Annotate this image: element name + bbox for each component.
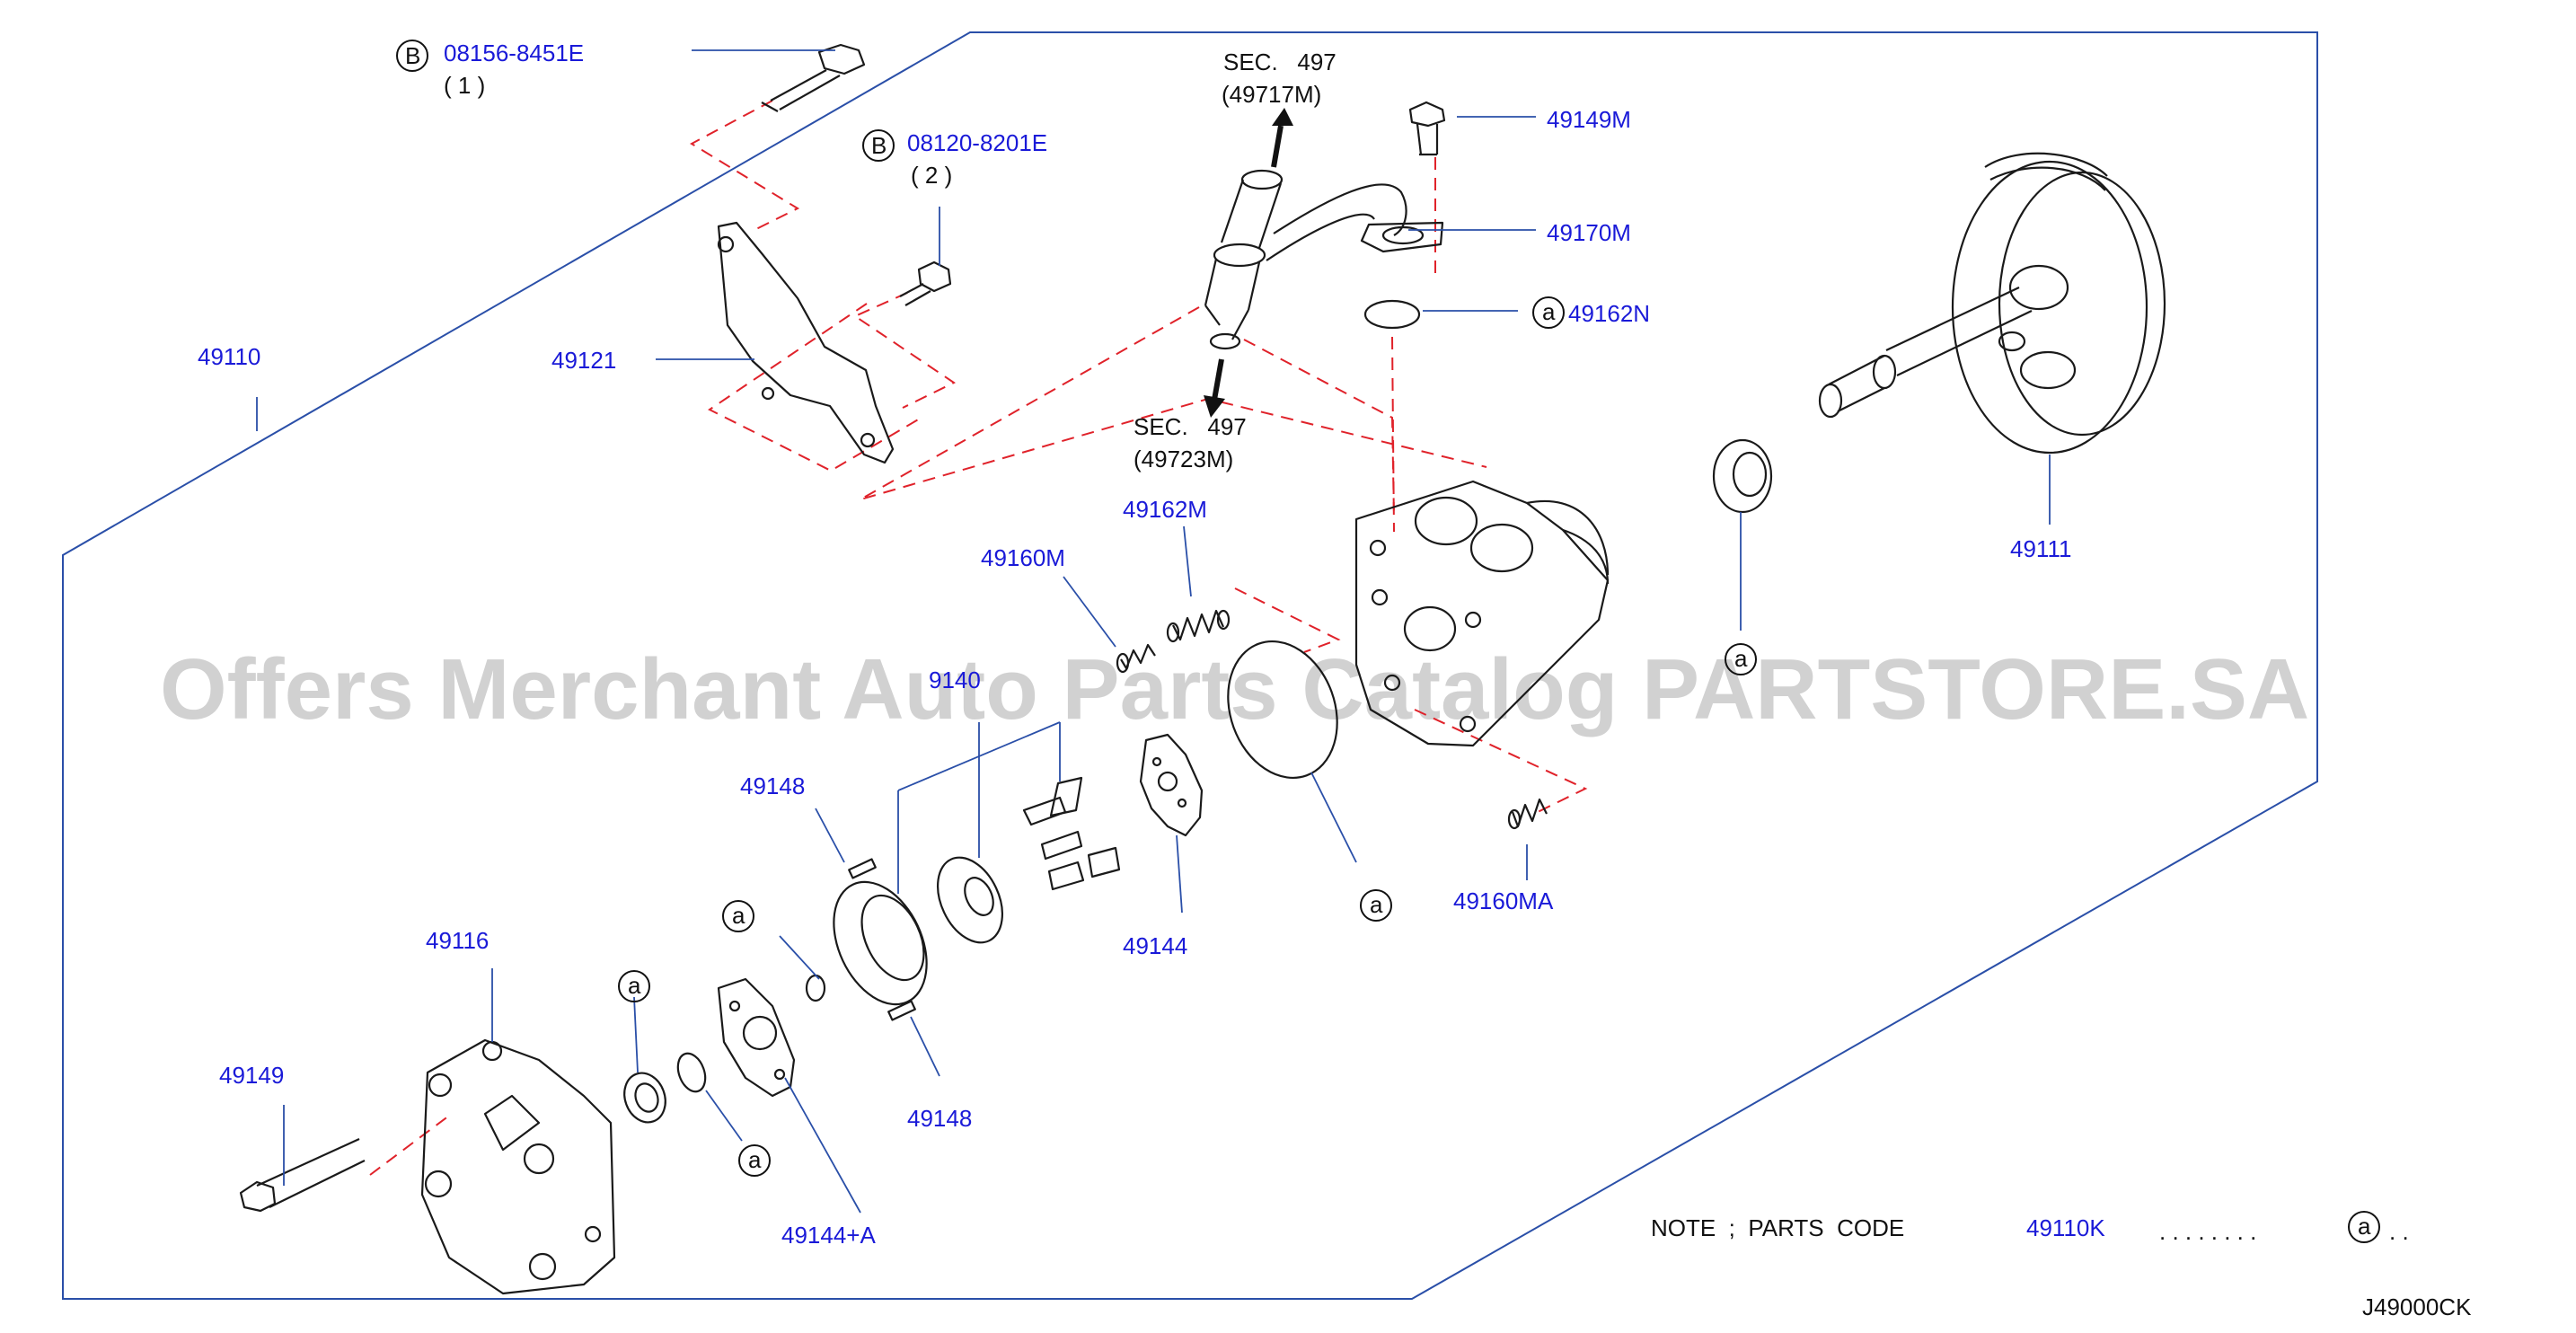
label-49149m[interactable]: 49149M [1547, 106, 1631, 133]
label-49162n[interactable]: 49162N [1568, 300, 1650, 327]
bolt-callout-1-marker: B [405, 42, 420, 69]
label-49116[interactable]: 49116 [426, 927, 489, 954]
svg-text:a: a [1542, 298, 1556, 325]
section-ref-lower-part: (49723M) [1134, 446, 1233, 472]
note-marker: a [2358, 1213, 2371, 1240]
note-dots-before: . . . . . . . . [2159, 1218, 2256, 1245]
o-ring-large-icon [1227, 640, 1338, 780]
bolt-49149-icon [239, 1137, 366, 1213]
o-ring-49162n-icon [1363, 299, 1421, 330]
svg-text:a: a [732, 902, 745, 929]
note-text: NOTE ; PARTS CODE [1651, 1214, 1904, 1241]
section-ref-upper-sec: SEC. 497 [1223, 49, 1337, 75]
bolt-callout-2-qty: ( 2 ) [911, 162, 952, 189]
suction-pipe-49170m-icon [1204, 169, 1444, 350]
pulley-shaft-49111-icon [1818, 152, 2166, 455]
label-49160m[interactable]: 49160M [981, 544, 1065, 571]
bolt-08156-icon [761, 43, 866, 112]
o-ring-small-icon [676, 1052, 707, 1093]
diagram-code: J49000CK [2362, 1293, 2472, 1320]
bolt-49149m-icon [1408, 101, 1446, 156]
label-49170m[interactable]: 49170M [1547, 219, 1631, 246]
arrow-up-icon [1271, 108, 1293, 168]
label-49149[interactable]: 49149 [219, 1062, 284, 1089]
note-code[interactable]: 49110K [2026, 1214, 2105, 1241]
cam-ring-icon [833, 880, 928, 1006]
kit-marker-seal: a [1725, 643, 1757, 675]
bolt-callout-2-part-no[interactable]: 08120-8201E [907, 129, 1047, 156]
section-ref-upper[interactable]: SEC. 497 (49717M) [1222, 49, 1337, 108]
label-49110[interactable]: 49110 [198, 343, 260, 370]
rear-housing-49116-icon [420, 1038, 616, 1295]
label-49148-bottom[interactable]: 49148 [907, 1105, 972, 1132]
plunger-49160ma-icon [1507, 798, 1548, 830]
kit-marker-o-ring-small: a [738, 1144, 771, 1177]
side-plate-49144a-icon [717, 977, 796, 1098]
bolt-callout-2-marker: B [871, 132, 887, 159]
seal-small-icon [623, 1072, 666, 1124]
leader-lines [256, 49, 2051, 1214]
label-49144[interactable]: 49144 [1123, 932, 1187, 959]
watermark-text: Offers Merchant Auto Parts Catalog PARTS… [160, 641, 2309, 737]
bolt-callout-1[interactable]: B 08156-8451E ( 1 ) [396, 40, 584, 99]
small-o-ring-icon [805, 974, 826, 1002]
bolt-callout-2[interactable]: B 08120-8201E ( 2 ) [862, 129, 1047, 189]
kit-marker-49162n: a [1532, 296, 1565, 329]
note-dots-after: . . [2389, 1218, 2409, 1245]
kit-marker-seal-small: a [618, 970, 650, 1002]
svg-text:a: a [1370, 891, 1383, 918]
vane-set-icon [1022, 776, 1121, 891]
bolt-callout-1-part-no[interactable]: 08156-8451E [444, 40, 584, 66]
label-49160ma[interactable]: 49160MA [1453, 887, 1554, 914]
seal-icon [1712, 438, 1773, 514]
plunger-49160m-icon [1116, 643, 1156, 674]
side-plate-49144-icon [1139, 733, 1204, 837]
bolt-callout-1-qty: ( 1 ) [444, 72, 485, 99]
pin-bottom-icon [887, 1000, 916, 1021]
bracket-49121-icon [717, 221, 895, 464]
kit-marker-small-o-ring: a [722, 900, 754, 932]
section-ref-lower-sec: SEC. 497 [1134, 413, 1247, 440]
label-49121[interactable]: 49121 [551, 347, 616, 374]
assembly-frame [62, 31, 2318, 1300]
pin-top-icon [848, 858, 877, 879]
label-49111[interactable]: 49111 [2010, 535, 2071, 562]
label-49140[interactable]: 9140 [929, 666, 981, 693]
bolt-08120-icon [899, 260, 952, 306]
parts-code-note: NOTE ; PARTS CODE 49110K . . . . . . . .… [1651, 1211, 2409, 1245]
svg-text:a: a [628, 972, 641, 999]
assembly-guide-lines [369, 100, 1588, 1176]
spring-49162m-icon [1166, 609, 1231, 643]
svg-text:a: a [748, 1146, 762, 1173]
arrow-down-icon [1204, 358, 1225, 418]
pump-body-icon [1354, 480, 1610, 747]
section-ref-upper-part: (49717M) [1222, 81, 1321, 108]
section-ref-lower[interactable]: SEC. 497 (49723M) [1134, 413, 1247, 472]
kit-marker-o-ring-large: a [1360, 889, 1392, 922]
label-49144a[interactable]: 49144+A [781, 1222, 876, 1249]
label-49148-top[interactable]: 49148 [740, 772, 805, 799]
label-49162m[interactable]: 49162M [1123, 496, 1207, 523]
svg-text:a: a [1734, 645, 1748, 672]
rotor-icon [937, 856, 1003, 944]
